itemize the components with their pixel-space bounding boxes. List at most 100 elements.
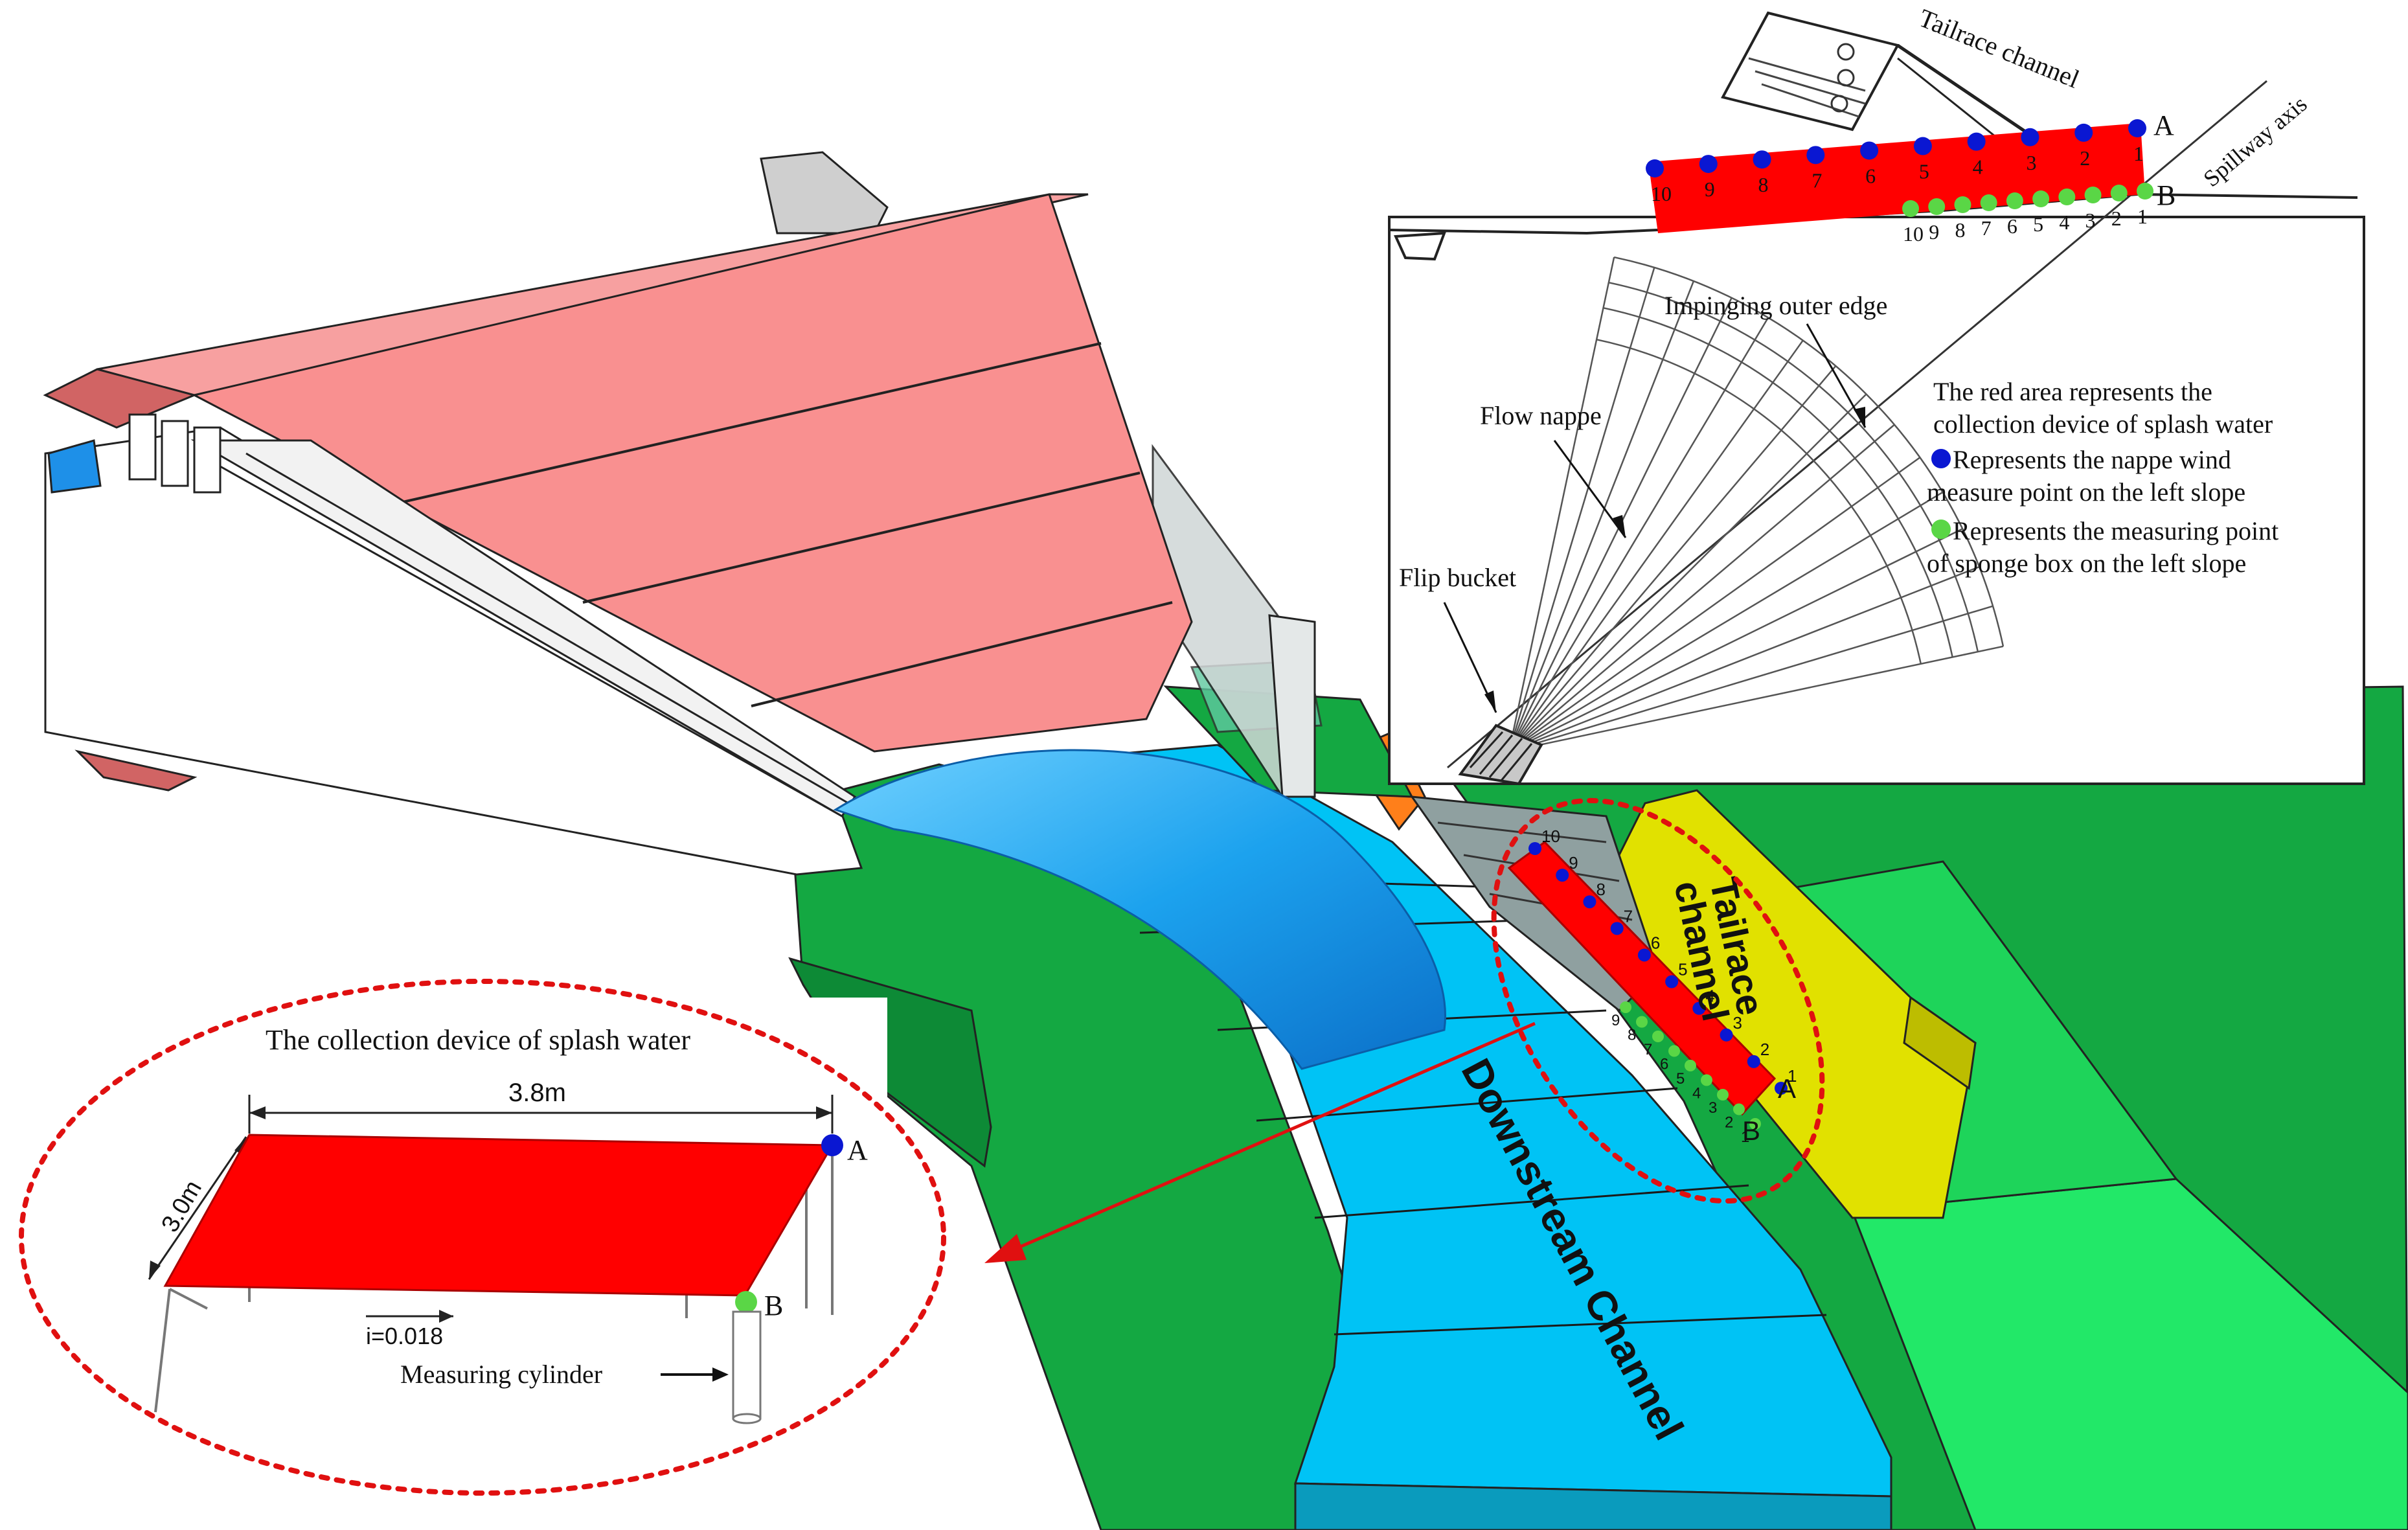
model-wind-number: 7 <box>1624 906 1633 926</box>
legend-red-line1: The red area represents the <box>1933 377 2212 406</box>
plan-point-b: B <box>2157 179 2175 211</box>
plan-wind-number: 5 <box>1919 160 1929 183</box>
nappe-arc <box>1603 307 1953 657</box>
model-wind-number: 4 <box>1705 987 1714 1006</box>
model-point-b: B <box>1742 1115 1760 1146</box>
plan-sponge-point <box>1928 198 1946 215</box>
dam-base-left <box>74 749 198 792</box>
model-wind-point <box>1556 869 1569 882</box>
detail-collector-plate <box>163 1134 834 1297</box>
model-wind-point <box>1610 922 1624 935</box>
dam-berm <box>388 342 1102 507</box>
plan-sponge-point <box>2137 183 2153 200</box>
model-sponge-number: 7 <box>1644 1041 1652 1058</box>
plan-sponge-point <box>1980 194 1997 211</box>
plan-sponge-number: 4 <box>2059 211 2069 234</box>
plan-wind-number: 2 <box>2080 146 2090 170</box>
model-sponge-point <box>1733 1103 1745 1115</box>
cylinder-base <box>732 1413 762 1424</box>
flow-nappe-arrowhead <box>1613 515 1626 538</box>
model-point-a: A <box>1778 1073 1796 1104</box>
plan-tailrace-label: Tailrace channel <box>1915 3 2084 94</box>
model-sponge-point <box>1717 1089 1729 1101</box>
plan-wind-number: 6 <box>1865 164 1876 187</box>
plan-wind-number: 1 <box>2133 142 2144 165</box>
model-sponge-point <box>1652 1031 1664 1042</box>
model-wind-number: 5 <box>1678 960 1687 979</box>
model-sponge-number: 8 <box>1628 1027 1636 1044</box>
plan-wind-number: 7 <box>1812 168 1822 192</box>
plan-wind-point <box>1646 159 1664 177</box>
detail-dotted-ellipse <box>19 979 946 1496</box>
nappe-fan <box>1508 256 2005 753</box>
detail-point-b: B <box>764 1290 783 1321</box>
plan-sponge-point <box>2110 185 2128 201</box>
plan-sponge-number: 3 <box>2085 209 2096 232</box>
dam-berm <box>582 472 1141 604</box>
spillway-chute <box>190 439 857 818</box>
plan-sponge-number: 5 <box>2033 212 2043 236</box>
model-wind-point <box>1528 842 1541 855</box>
model-wind-point <box>1583 895 1596 909</box>
model-sponge-point <box>1668 1045 1680 1057</box>
plan-wind-points <box>1646 119 2146 177</box>
model-sponge-number: 9 <box>1611 1012 1620 1029</box>
highlight-circle <box>1491 797 1825 1204</box>
flip-bucket-label: Flip bucket <box>1399 563 1516 592</box>
slope-arrowhead <box>439 1310 453 1323</box>
plan-wind-point <box>1860 141 1879 160</box>
plan-wind-point <box>1753 150 1771 169</box>
model-sponge-number: 4 <box>1692 1085 1701 1102</box>
right-guide-wall-top <box>1268 614 1316 798</box>
detail-point-a-dot <box>821 1134 843 1156</box>
plan-collector <box>1648 123 2145 233</box>
plan-wind-point <box>1699 155 1718 174</box>
nappe-arc <box>1613 256 2005 647</box>
model-wind-number: 6 <box>1651 933 1660 952</box>
model-wind-point <box>1775 1082 1788 1095</box>
legend-blue-line2: measure point on the left slope <box>1927 477 2245 507</box>
model-wind-number: 3 <box>1733 1013 1742 1033</box>
plan-sponge-point <box>2084 187 2102 203</box>
model-sponge-point <box>1620 1001 1631 1013</box>
water-grid-line <box>1314 1184 1749 1219</box>
model-wind-point <box>1665 975 1679 988</box>
legend-blue-line1: Represents the nappe wind <box>1953 445 2231 474</box>
flow-nappe-leader <box>1553 440 1627 538</box>
plan-wind-number: 10 <box>1651 182 1672 205</box>
model-wind-point <box>1637 948 1651 962</box>
intake-tower <box>760 151 889 234</box>
gate-pier <box>128 413 157 481</box>
dim-length-label: 3.8m <box>508 1079 566 1107</box>
model-sponge-number: 1 <box>1741 1128 1749 1146</box>
model-sponge-number: 3 <box>1709 1099 1717 1117</box>
plan-sponge-points <box>1902 183 2153 217</box>
model-sponge-number: 2 <box>1725 1114 1733 1132</box>
plan-wind-number: 4 <box>1973 155 1983 179</box>
plan-sponge-number: 9 <box>1929 220 1939 244</box>
legend-green-line2: of sponge box on the left slope <box>1927 549 2246 578</box>
dim-length-arrow-right <box>816 1106 832 1119</box>
plan-wind-point <box>1806 146 1825 165</box>
tailrace-face <box>1903 996 1977 1090</box>
impinging-outer-edge-label: Impinging outer edge <box>1664 291 1887 320</box>
plan-wind-point <box>2021 128 2039 146</box>
cylinder-arrowhead <box>712 1367 729 1382</box>
plan-wind-number: 8 <box>1758 173 1769 196</box>
dim-width-arrow-bottom <box>149 1261 161 1279</box>
pointer-arrow-line <box>997 1022 1536 1259</box>
dam-face <box>191 193 1193 753</box>
plan-wind-point <box>1913 137 1932 155</box>
plan-sponge-number: 8 <box>1955 218 1965 242</box>
model-sponge-point <box>1749 1118 1761 1130</box>
plan-sponge-point <box>1954 196 1971 213</box>
channel-bottom-edge <box>1294 1482 1892 1530</box>
model-sponge-number: 5 <box>1676 1070 1685 1088</box>
model-wind-number: 2 <box>1760 1040 1769 1059</box>
dim-width-line <box>148 1136 247 1280</box>
